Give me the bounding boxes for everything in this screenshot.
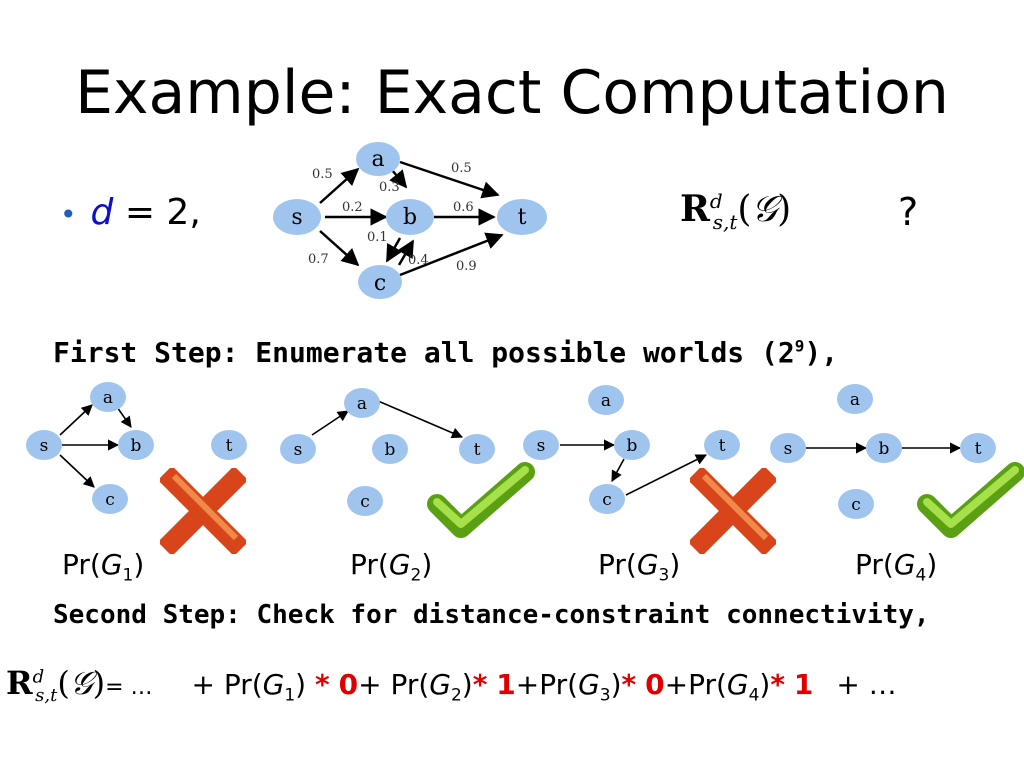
formula-term-4: +Pr(G4)* 1 <box>664 668 814 706</box>
node-label-c: c <box>374 271 386 296</box>
edge-s-a <box>319 167 360 204</box>
svg-text:b: b <box>385 440 396 460</box>
main-graph: a s b t c 0.5 0.2 0.7 0.3 0.5 0.6 0.1 0.… <box>273 142 547 299</box>
weight-b-t: 0.6 <box>453 200 474 215</box>
svg-text:b: b <box>627 436 638 456</box>
check-icon <box>917 462 1024 538</box>
bullet-item: • d = 2, <box>60 192 201 233</box>
first-step-text: First Step: Enumerate all possible world… <box>53 336 839 369</box>
weight-c-t: 0.9 <box>456 259 477 274</box>
cross-icon <box>160 468 246 554</box>
cross-icon <box>690 468 776 554</box>
edge-c-t <box>399 232 504 277</box>
svg-text:a: a <box>601 391 611 411</box>
svg-text:b: b <box>131 436 142 456</box>
bullet-dot-icon: • <box>60 197 77 231</box>
formula-equals: = … <box>105 675 153 700</box>
world-4-probability: Pr(G4) <box>855 548 938 586</box>
weight-a-b: 0.3 <box>379 180 400 195</box>
svg-text:c: c <box>360 492 370 512</box>
node-label-s: s <box>291 205 302 230</box>
world-3-probability: Pr(G3) <box>598 548 681 586</box>
check-icon <box>427 462 535 538</box>
svg-text:c: c <box>602 490 612 510</box>
reachability-symbol: Rds,t(𝒢) <box>680 188 792 235</box>
node-t <box>497 199 547 235</box>
node-a <box>356 142 400 176</box>
formula-term-3: +Pr(G3)* 0 <box>515 668 665 706</box>
weight-b-c: 0.1 <box>367 230 388 245</box>
bullet-variable: d <box>90 192 114 233</box>
svg-text:a: a <box>357 394 367 414</box>
node-c <box>358 265 402 299</box>
node-s <box>273 199 321 235</box>
node-b <box>386 199 434 235</box>
world-2-probability: Pr(G2) <box>350 548 433 586</box>
edge-s-c <box>319 230 360 267</box>
edge-b-c <box>385 237 403 263</box>
world-4: a s b t c <box>770 384 996 519</box>
svg-text:a: a <box>850 390 860 410</box>
weight-s-b: 0.2 <box>342 200 363 215</box>
weight-s-c: 0.7 <box>308 252 329 267</box>
weight-s-a: 0.5 <box>312 167 333 182</box>
svg-text:s: s <box>294 440 303 460</box>
svg-text:a: a <box>103 388 113 408</box>
world-1: a s b t c <box>26 382 247 514</box>
formula: Rds,t(𝒢)= … + Pr(G1) * 0+ Pr(G2)* 1+Pr(G… <box>0 664 897 706</box>
edge-a-b <box>389 169 408 189</box>
svg-text:t: t <box>975 439 982 459</box>
node-label-t: t <box>518 205 527 230</box>
node-label-a: a <box>371 147 384 172</box>
slide-title: Example: Exact Computation <box>75 58 949 128</box>
edge-a-t <box>399 160 500 199</box>
edge-c-b <box>397 239 415 266</box>
formula-term-1: + Pr(G1) * 0 <box>191 668 359 706</box>
formula-term-2: + Pr(G2)* 1 <box>358 668 516 706</box>
weight-a-t: 0.5 <box>451 161 472 176</box>
second-step-text: Second Step: Check for distance-constrai… <box>53 600 930 630</box>
world-1-probability: Pr(G1) <box>62 548 145 586</box>
svg-text:t: t <box>226 436 233 456</box>
world-3: a s b t c <box>523 385 740 514</box>
reachability-symbol: Rds,t(𝒢) <box>6 664 106 707</box>
svg-text:s: s <box>784 439 793 459</box>
svg-text:s: s <box>40 436 49 456</box>
svg-text:t: t <box>719 436 726 456</box>
node-label-b: b <box>403 205 417 230</box>
svg-text:c: c <box>851 495 861 515</box>
svg-text:b: b <box>879 439 890 459</box>
world-2: a s b t c <box>280 388 495 516</box>
weight-c-b: 0.4 <box>408 253 429 268</box>
svg-text:t: t <box>474 440 481 460</box>
svg-text:s: s <box>537 436 546 456</box>
possible-worlds: a s b t c a s b t c a s b t c a s b t c <box>26 382 996 519</box>
formula-tail: + … <box>836 668 897 701</box>
svg-text:c: c <box>105 490 115 510</box>
question-mark: ? <box>898 190 919 234</box>
bullet-text: = 2, <box>113 192 201 233</box>
